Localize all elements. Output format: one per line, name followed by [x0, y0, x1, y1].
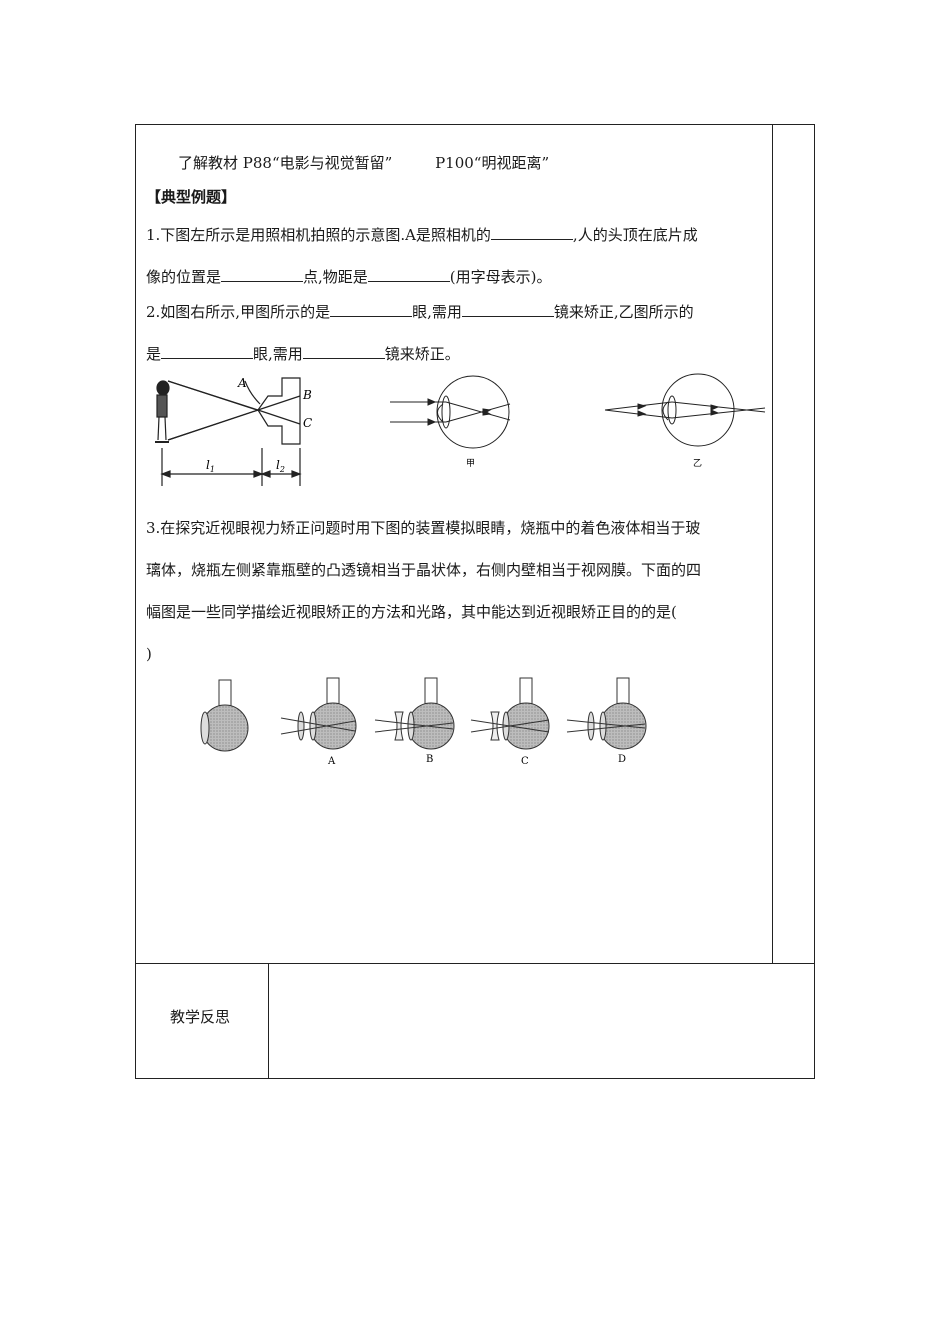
eye-jia: [390, 375, 511, 449]
flask-option-b: [374, 677, 455, 750]
reflection-content-area[interactable]: [270, 965, 813, 1077]
flask-figure: A B C D: [200, 677, 647, 767]
row-divider: [135, 963, 815, 964]
section-title: 【典型例题】: [146, 188, 237, 206]
option-d-label: D: [618, 754, 626, 765]
label-l1-sub: 1: [210, 465, 215, 474]
answer-blank[interactable]: [161, 344, 254, 359]
eye-yi: [604, 373, 766, 447]
answer-blank[interactable]: [330, 302, 413, 317]
reflection-label: 教学反思: [170, 1008, 231, 1026]
q2-text: 镜来矫正,乙图所示的: [553, 303, 694, 321]
label-l2: l: [276, 458, 280, 472]
question-1-line-2: 像的位置是 点,物距是 (用字母表示)。: [146, 267, 552, 287]
question-3-line-1: 3.在探究近视眼视力矫正问题时用下图的装置模拟眼睛，烧瓶中的着色液体相当于玻: [146, 519, 701, 537]
question-3-line-4: ): [146, 645, 152, 663]
flask-option-a: [280, 677, 357, 750]
label-yi: 乙: [693, 458, 702, 469]
label-l1: l: [206, 458, 210, 472]
question-3-line-2: 璃体，烧瓶左侧紧靠瓶壁的凸透镜相当于晶状体，右侧内壁相当于视网膜。下面的四: [146, 561, 702, 579]
svg-text:l1: l1: [206, 458, 215, 474]
answer-blank[interactable]: [302, 344, 385, 359]
svg-text:l2: l2: [276, 458, 285, 474]
question-3-line-3: 幅图是一些同学描绘近视眼矫正的方法和光路，其中能达到近视眼矫正目的的是(: [146, 603, 677, 621]
label-jia: 甲: [466, 458, 475, 469]
reference-film: 了解教材 P88“电影与视觉暂留”: [178, 154, 393, 172]
flask-option-c: [470, 677, 550, 750]
answer-blank[interactable]: [221, 267, 304, 282]
q2-text: 眼,需用: [253, 345, 303, 363]
q1-text: 点,物距是: [303, 268, 368, 286]
answer-blank[interactable]: [461, 302, 554, 317]
textbook-reference: 了解教材 P88“电影与视觉暂留” P100“明视距离”: [178, 153, 549, 173]
q2-text: 眼,需用: [412, 303, 462, 321]
question-2-line-2: 是 眼,需用 镜来矫正。: [146, 344, 460, 364]
option-b-label: B: [426, 754, 433, 765]
reflection-column-divider: [268, 963, 269, 1079]
label-b: B: [302, 388, 312, 402]
label-a: A: [237, 376, 247, 390]
answer-blank[interactable]: [367, 267, 450, 282]
right-column-divider: [772, 124, 773, 964]
q1-text: ,人的头顶在底片成: [572, 226, 698, 244]
option-c-label: C: [521, 756, 529, 767]
camera-and-eye-figure: A B C l1 l2 甲 乙: [155, 373, 766, 486]
label-l2-sub: 2: [279, 465, 285, 474]
q2-text: 2.如图右所示,甲图所示的是: [146, 303, 331, 321]
content-table: [135, 124, 815, 1079]
q2-text: 是: [146, 345, 162, 363]
label-c: C: [303, 416, 312, 430]
camera-body: [257, 377, 301, 445]
q1-text: (用字母表示)。: [449, 268, 552, 286]
person-figure: [155, 380, 170, 443]
question-2-line-1: 2.如图右所示,甲图所示的是 眼,需用 镜来矫正,乙图所示的: [146, 302, 694, 322]
answer-blank[interactable]: [490, 225, 573, 240]
q1-text: 1.下图左所示是用照相机拍照的示意图.A是照相机的: [146, 226, 491, 244]
flask-option-d: [566, 677, 647, 750]
q1-text: 像的位置是: [146, 268, 222, 286]
q2-text: 镜来矫正。: [384, 345, 460, 363]
flask-base: [200, 679, 249, 752]
option-a-label: A: [327, 756, 336, 767]
question-1-line-1: 1.下图左所示是用照相机拍照的示意图.A是照相机的 ,人的头顶在底片成: [146, 225, 698, 245]
reference-distance: P100“明视距离”: [435, 154, 550, 172]
